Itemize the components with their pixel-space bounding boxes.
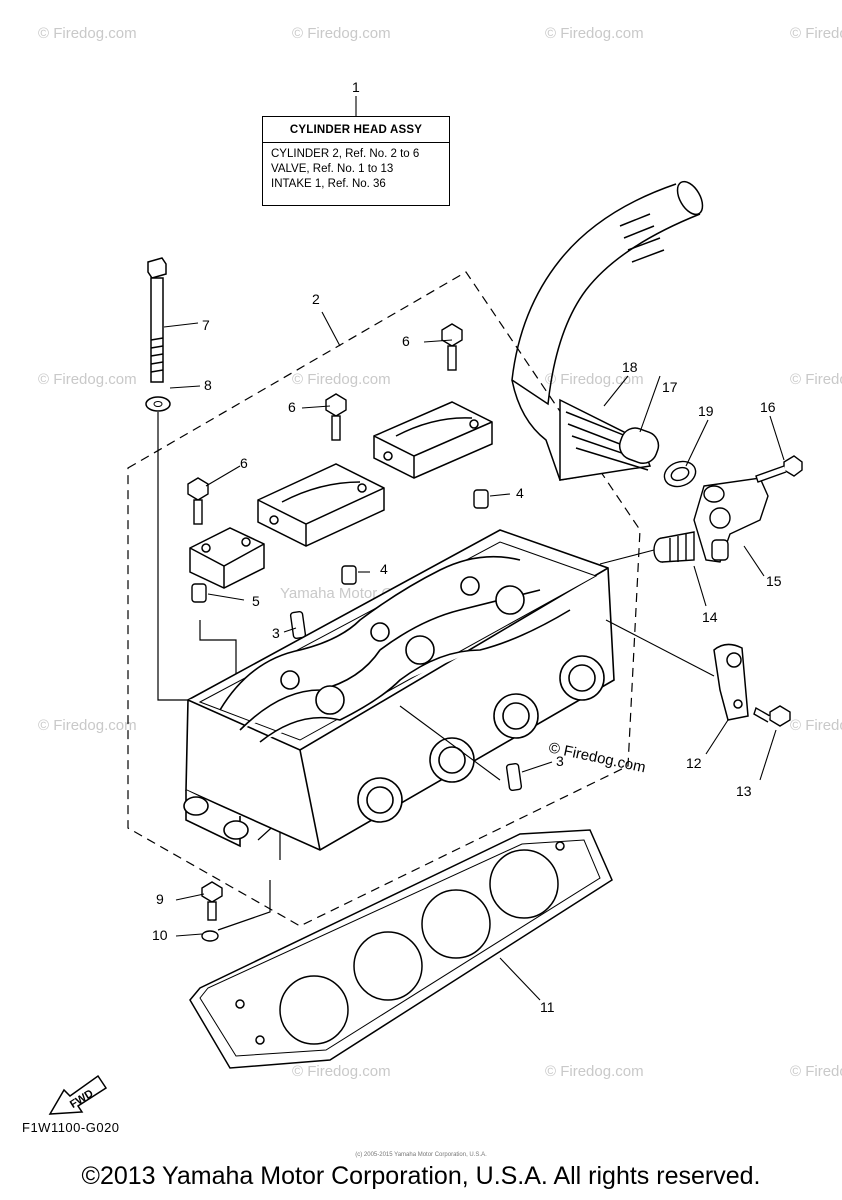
watermark: © Firedog.com	[545, 371, 644, 388]
callout-17: 17	[662, 379, 678, 395]
callout-19: 19	[698, 403, 714, 419]
intake-hose	[511, 180, 704, 481]
callout-6: 6	[240, 455, 248, 471]
watermark: © Firedog.com	[790, 371, 842, 388]
watermark: © Firedog.com	[545, 25, 644, 42]
label-line: CYLINDER 2, Ref. No. 2 to 6	[271, 148, 420, 160]
callout-2: 2	[312, 291, 320, 307]
callout-11: 11	[540, 999, 555, 1015]
washer-10	[201, 930, 219, 942]
bolt-16	[755, 455, 803, 483]
camshaft-cap-rear	[373, 401, 493, 479]
bolt-13	[753, 705, 791, 727]
cylinder-assy-boundary	[127, 271, 641, 927]
callout-18: 18	[622, 359, 638, 375]
callout-6: 6	[402, 333, 410, 349]
head-gasket	[189, 829, 613, 1069]
watermark: © Firedog.com	[292, 25, 391, 42]
watermark: © Firedog.com	[292, 1063, 391, 1080]
bolt-6	[187, 477, 209, 525]
label-line: INTAKE 1, Ref. No. 36	[271, 178, 386, 190]
bolt-9	[201, 881, 223, 921]
callout-14: 14	[702, 609, 718, 625]
callout-3: 3	[556, 753, 564, 769]
bolt-7	[147, 257, 167, 383]
camshaft-cap-middle	[257, 463, 385, 547]
callout-4: 4	[516, 485, 524, 501]
callout-8: 8	[204, 377, 212, 393]
bolt-6	[325, 393, 347, 441]
callouts: 1 2 3 3 4 4 5 6 6 6 7 8 9 10 11 12 13 14…	[152, 79, 782, 1015]
camshaft-cap-front	[189, 527, 265, 589]
leader-lines	[163, 96, 785, 1001]
callout-4: 4	[380, 561, 388, 577]
callout-15: 15	[766, 573, 782, 589]
callout-7: 7	[202, 317, 210, 333]
diagram-reference: F1W1100-G020	[22, 1120, 120, 1135]
cylinder-head	[183, 529, 615, 851]
dowel-pins	[191, 489, 523, 792]
watermark: © Firedog.com	[790, 717, 842, 734]
bracket-12	[713, 643, 749, 721]
watermark: © Firedog.com	[790, 1063, 842, 1080]
watermark: © Firedog.com	[38, 25, 137, 42]
copyright-notice: ©2013 Yamaha Motor Corporation, U.S.A. A…	[81, 1162, 761, 1190]
parts-label-box: CYLINDER HEAD ASSY CYLINDER 2, Ref. No. …	[262, 116, 450, 206]
callout-9: 9	[156, 891, 164, 907]
callout-6: 6	[288, 399, 296, 415]
callout-3: 3	[272, 625, 280, 641]
callout-16: 16	[760, 399, 776, 415]
watermark: © Firedog.com	[292, 371, 391, 388]
label-title: CYLINDER HEAD ASSY	[289, 124, 423, 136]
fwd-arrow-icon: FWD	[48, 1074, 108, 1115]
watermark: © Firedog.com	[545, 1063, 644, 1080]
thermostat-cover	[693, 477, 769, 563]
label-line: VALVE, Ref. No. 1 to 13	[271, 163, 394, 175]
fine-print: (c) 2005-2015 Yamaha Motor Corporation, …	[355, 1152, 487, 1158]
hose-clamp	[663, 460, 697, 488]
watermark: © Firedog.com	[38, 717, 137, 734]
callout-13: 13	[736, 783, 752, 799]
bolt-6	[441, 323, 463, 371]
label-divider	[263, 142, 449, 143]
callout-12: 12	[686, 755, 702, 771]
thermostat	[653, 531, 695, 563]
callout-1: 1	[352, 79, 360, 95]
watermark: © Firedog.com	[790, 25, 842, 42]
callout-5: 5	[252, 593, 260, 609]
callout-10: 10	[152, 927, 168, 943]
watermark: © Firedog.com	[38, 371, 137, 388]
